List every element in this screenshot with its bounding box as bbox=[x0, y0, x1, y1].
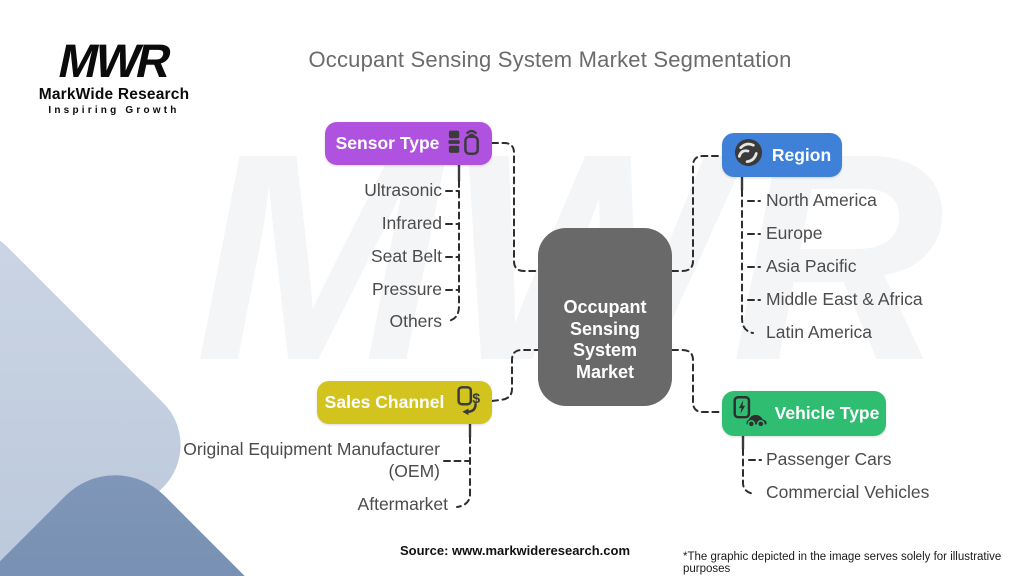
leaf-item-infrared: Infrared bbox=[381, 213, 442, 233]
center-node-market: Occupant Sensing System Market bbox=[538, 228, 672, 406]
leaf-item-latin-america: Latin America bbox=[766, 322, 873, 342]
proximity-sensor-icon bbox=[447, 127, 481, 161]
connector-sales-to-center bbox=[491, 349, 539, 402]
branch-label-vehicle-type: Vehicle Type bbox=[774, 403, 880, 423]
mobile-payment-icon: $ bbox=[452, 385, 484, 421]
rail-vehicle-items bbox=[742, 448, 755, 495]
leaf-item-seat-belt: Seat Belt bbox=[370, 246, 442, 266]
leaf-item-north-america: North America bbox=[766, 190, 877, 210]
branch-node-sensor-type: Sensor Type bbox=[325, 122, 492, 165]
svg-text:$: $ bbox=[473, 389, 481, 405]
connector-sensor-to-center bbox=[491, 142, 539, 272]
branch-label-region: Region bbox=[771, 144, 832, 165]
page-title: Occupant Sensing System Market Segmentat… bbox=[308, 47, 792, 72]
leaf-item-ultrasonic: Ultrasonic bbox=[364, 180, 442, 200]
logo-tagline: Inspiring Growth bbox=[48, 105, 180, 117]
center-node-label: Occupant Sensing System Market bbox=[563, 297, 647, 382]
markwide-logo: MWR MarkWide Research Inspiring Growth bbox=[30, 34, 198, 117]
electric-car-icon bbox=[729, 395, 767, 433]
branch-label-sales-channel: Sales Channel bbox=[324, 392, 445, 412]
connector-center-to-region bbox=[671, 155, 723, 272]
connector-center-to-vehicle bbox=[671, 349, 723, 413]
globe-icon bbox=[733, 137, 764, 173]
leaf-item-others: Others bbox=[389, 311, 442, 331]
leaf-item-europe: Europe bbox=[766, 223, 823, 243]
source-text: Source: www.markwideresearch.com bbox=[400, 543, 631, 558]
leaf-item-pressure: Pressure bbox=[371, 279, 442, 299]
leaf-item-middle-east-africa: Middle East & Africa bbox=[766, 289, 923, 309]
leaf-item-passenger-cars: Passenger Cars bbox=[766, 449, 892, 469]
leaf-item-oem: Original Equipment Manufacturer (OEM) bbox=[183, 439, 440, 481]
branch-label-sensor-type: Sensor Type bbox=[335, 133, 440, 153]
rail-sales-items bbox=[456, 436, 471, 508]
leaf-item-commercial-vehicles: Commercial Vehicles bbox=[766, 482, 930, 502]
rail-region-items bbox=[741, 189, 754, 334]
disclaimer-text: *The graphic depicted in the image serve… bbox=[683, 551, 1002, 575]
branch-node-vehicle-type: Vehicle Type bbox=[722, 391, 886, 436]
leaf-item-asia-pacific: Asia Pacific bbox=[766, 256, 857, 276]
rail-sensor-items bbox=[447, 180, 460, 322]
leaf-item-aftermarket: Aftermarket bbox=[357, 494, 448, 514]
branch-node-region: Region bbox=[722, 133, 842, 177]
logo-name: MarkWide Research bbox=[38, 86, 190, 104]
branch-node-sales-channel: Sales Channel $ bbox=[317, 381, 492, 424]
